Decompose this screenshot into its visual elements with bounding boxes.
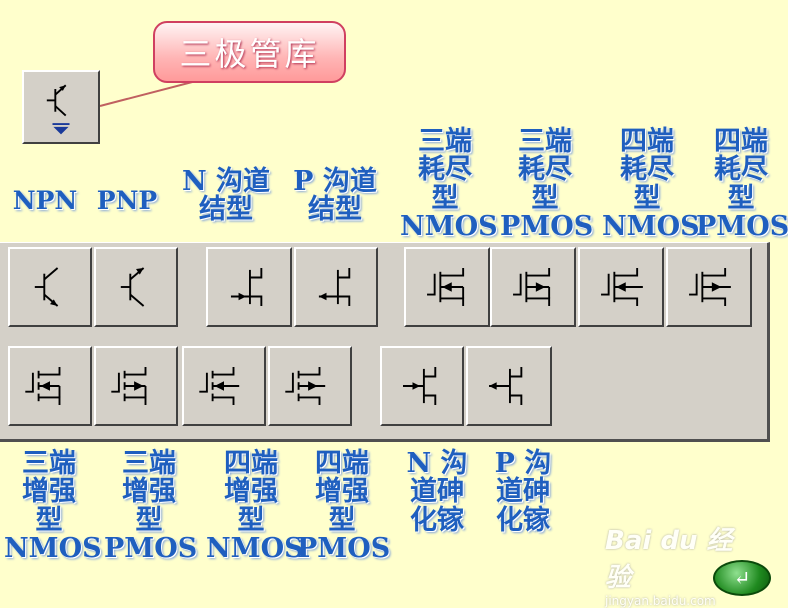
nmos3-enhancement-button[interactable] (8, 346, 92, 426)
nmos4-enhancement-icon (199, 367, 240, 405)
label-pmos4-enhancement: 四端 增强 型 PMOS (297, 448, 391, 565)
nmos3-enhancement-icon (25, 367, 61, 405)
transistor-library-button[interactable] (22, 70, 100, 144)
n-jfet-button[interactable] (206, 247, 292, 327)
nmos4-depletion-icon (601, 268, 643, 306)
pmos3-depletion-button[interactable] (490, 247, 576, 327)
label-nmos4-enhancement: 四端 增强 型 NMOS (206, 448, 304, 565)
label-pmos3-enhancement: 三端 增强 型 PMOS (104, 448, 198, 565)
pmos4-depletion-icon (689, 268, 731, 306)
pnp-transistor-icon (120, 267, 145, 307)
npn-transistor-button[interactable] (8, 247, 92, 327)
label-p-jfet: P 沟道 结型 (293, 166, 377, 226)
pnp-transistor-button[interactable] (94, 247, 178, 327)
label-p-gaas: P 沟 道砷 化镓 (494, 448, 552, 536)
n-gaas-fet-icon (403, 367, 437, 405)
pmos4-enhancement-icon (285, 367, 326, 405)
n-jfet-icon (230, 268, 263, 306)
label-pnp: PNP (96, 186, 158, 215)
watermark-main: Bai du 经验 (605, 526, 733, 593)
pmos3-enhancement-icon (111, 367, 147, 405)
pmos4-depletion-button[interactable] (666, 247, 752, 327)
pmos3-depletion-icon (513, 268, 551, 306)
nmos3-depletion-button[interactable] (404, 247, 490, 327)
label-n-jfet: N 沟道 结型 (181, 166, 271, 226)
pmos4-enhancement-button[interactable] (268, 346, 352, 426)
transistor-library-callout: 三极管库 (153, 21, 346, 83)
pmos3-enhancement-button[interactable] (94, 346, 178, 426)
p-gaas-fet-button[interactable] (466, 346, 552, 426)
label-pmos4-depletion: 四端 耗尽 型 PMOS (696, 126, 788, 243)
p-jfet-button[interactable] (294, 247, 378, 327)
label-pmos3-depletion: 三端 耗尽 型 PMOS (500, 126, 594, 243)
return-icon: ↵ (733, 566, 751, 590)
p-jfet-icon (318, 268, 351, 306)
npn-transistor-icon (34, 267, 59, 307)
nmos4-depletion-button[interactable] (578, 247, 664, 327)
label-n-gaas: N 沟 道砷 化镓 (406, 448, 468, 536)
nmos3-depletion-icon (427, 268, 465, 306)
label-nmos3-enhancement: 三端 增强 型 NMOS (4, 448, 102, 565)
label-npn: NPN (12, 186, 78, 215)
callout-title: 三极管库 (179, 35, 320, 73)
transistor-library-icon (46, 84, 70, 135)
nmos4-enhancement-button[interactable] (182, 346, 266, 426)
return-button[interactable]: ↵ (713, 560, 771, 596)
watermark-sub: jingyan.baidu.com (605, 594, 716, 608)
label-nmos4-depletion: 四端 耗尽 型 NMOS (602, 126, 700, 243)
n-gaas-fet-button[interactable] (380, 346, 464, 426)
label-nmos3-depletion: 三端 耗尽 型 NMOS (400, 126, 498, 243)
p-gaas-fet-icon (489, 367, 523, 405)
